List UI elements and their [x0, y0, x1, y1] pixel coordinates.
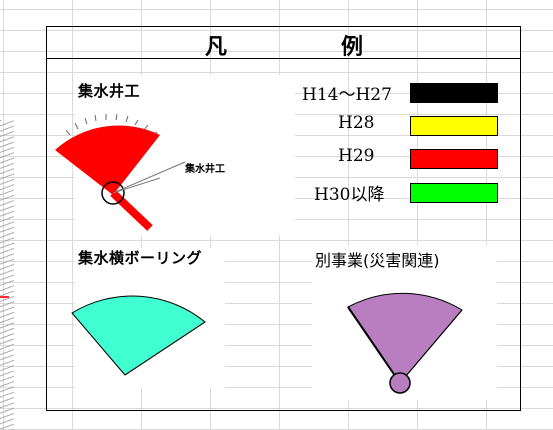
boring-section-label: 集水横ボーリング: [78, 249, 203, 267]
other-circle: [389, 372, 411, 394]
other-fan-shape: [347, 292, 463, 384]
boring-fan-shape: [71, 295, 206, 376]
well-section-label: 集水井工: [78, 82, 141, 100]
well-fan-shape: [55, 125, 160, 195]
legend-box[interactable]: 凡 例: [46, 26, 521, 411]
other-project-label: 別事業(災害関連): [315, 251, 440, 270]
well-callout-label: 集水井工: [185, 164, 225, 175]
legend-swatch-black: [410, 83, 498, 103]
legend-year-label: H14〜H27: [302, 85, 392, 105]
well-pipe: [110, 190, 153, 231]
legend-title-left: 凡: [205, 35, 228, 60]
legend-swatch-green: [410, 183, 498, 203]
legend-year-label: H29: [338, 146, 375, 166]
legend-year-label: H30以降: [314, 185, 385, 205]
left-edge-red-mark: [0, 296, 9, 298]
legend-header: 凡 例: [47, 27, 520, 60]
legend-swatch-yellow: [410, 116, 498, 136]
legend-swatch-red: [410, 149, 498, 169]
left-edge-hatching: [0, 120, 14, 430]
legend-title-right: 例: [341, 35, 364, 60]
legend-year-label: H28: [338, 113, 375, 133]
well-circle: [101, 181, 125, 205]
